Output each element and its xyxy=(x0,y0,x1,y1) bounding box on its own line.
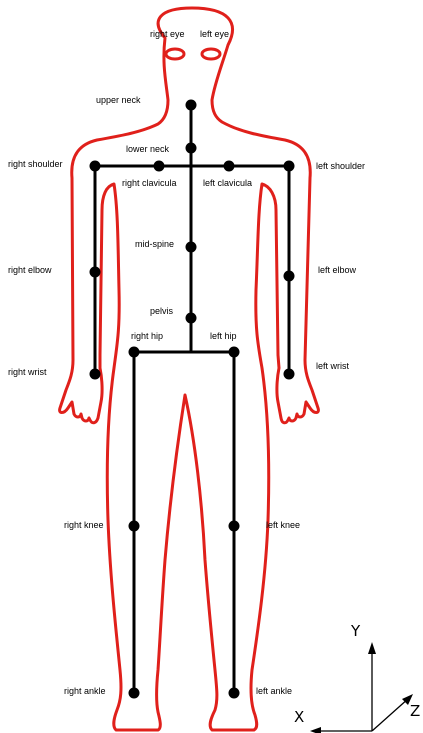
label-left-hip: left hip xyxy=(210,331,237,341)
joint-right-hip xyxy=(129,347,140,358)
left-eye-outline xyxy=(202,49,220,59)
label-right-wrist: right wrist xyxy=(8,367,47,377)
joint-upper-neck xyxy=(186,100,197,111)
x-axis-label: X xyxy=(294,708,304,726)
z-axis xyxy=(372,698,409,731)
joint-labels: right eye left eye upper neck lower neck… xyxy=(8,29,365,696)
label-left-shoulder: left shoulder xyxy=(316,161,365,171)
y-axis-label: Y xyxy=(350,622,361,640)
label-mid-spine: mid-spine xyxy=(135,239,174,249)
label-left-clavicula: left clavicula xyxy=(203,178,252,188)
joint-pelvis xyxy=(186,313,197,324)
label-upper-neck: upper neck xyxy=(96,95,141,105)
y-arrow-head xyxy=(368,642,376,654)
right-eye-outline xyxy=(166,49,184,59)
label-right-hip: right hip xyxy=(131,331,163,341)
label-left-knee: left knee xyxy=(266,520,300,530)
joint-right-clavicula xyxy=(154,161,165,172)
joint-lower-neck xyxy=(186,143,197,154)
joint-left-hip xyxy=(229,347,240,358)
joint-left-wrist xyxy=(284,369,295,380)
label-left-eye: left eye xyxy=(200,29,229,39)
x-arrow-head xyxy=(310,727,321,733)
label-pelvis: pelvis xyxy=(150,306,174,316)
label-lower-neck: lower neck xyxy=(126,144,170,154)
label-right-shoulder: right shoulder xyxy=(8,159,63,169)
joint-right-wrist xyxy=(90,369,101,380)
joint-left-shoulder xyxy=(284,161,295,172)
label-left-wrist: left wrist xyxy=(316,361,350,371)
joint-left-elbow xyxy=(284,271,295,282)
joint-right-elbow xyxy=(90,267,101,278)
label-right-eye: right eye xyxy=(150,29,185,39)
label-right-ankle: right ankle xyxy=(64,686,106,696)
joint-right-ankle xyxy=(129,688,140,699)
body-outline xyxy=(60,8,319,730)
z-axis-label: Z xyxy=(410,702,420,720)
label-left-elbow: left elbow xyxy=(318,265,357,275)
joint-left-ankle xyxy=(229,688,240,699)
label-right-knee: right knee xyxy=(64,520,104,530)
coordinate-axes: Y X Z xyxy=(294,622,420,733)
joint-mid-spine xyxy=(186,242,197,253)
label-right-elbow: right elbow xyxy=(8,265,52,275)
joint-right-knee xyxy=(129,521,140,532)
joint-left-knee xyxy=(229,521,240,532)
label-left-ankle: left ankle xyxy=(256,686,292,696)
joint-left-clavicula xyxy=(224,161,235,172)
joint-right-shoulder xyxy=(90,161,101,172)
label-right-clavicula: right clavicula xyxy=(122,178,177,188)
